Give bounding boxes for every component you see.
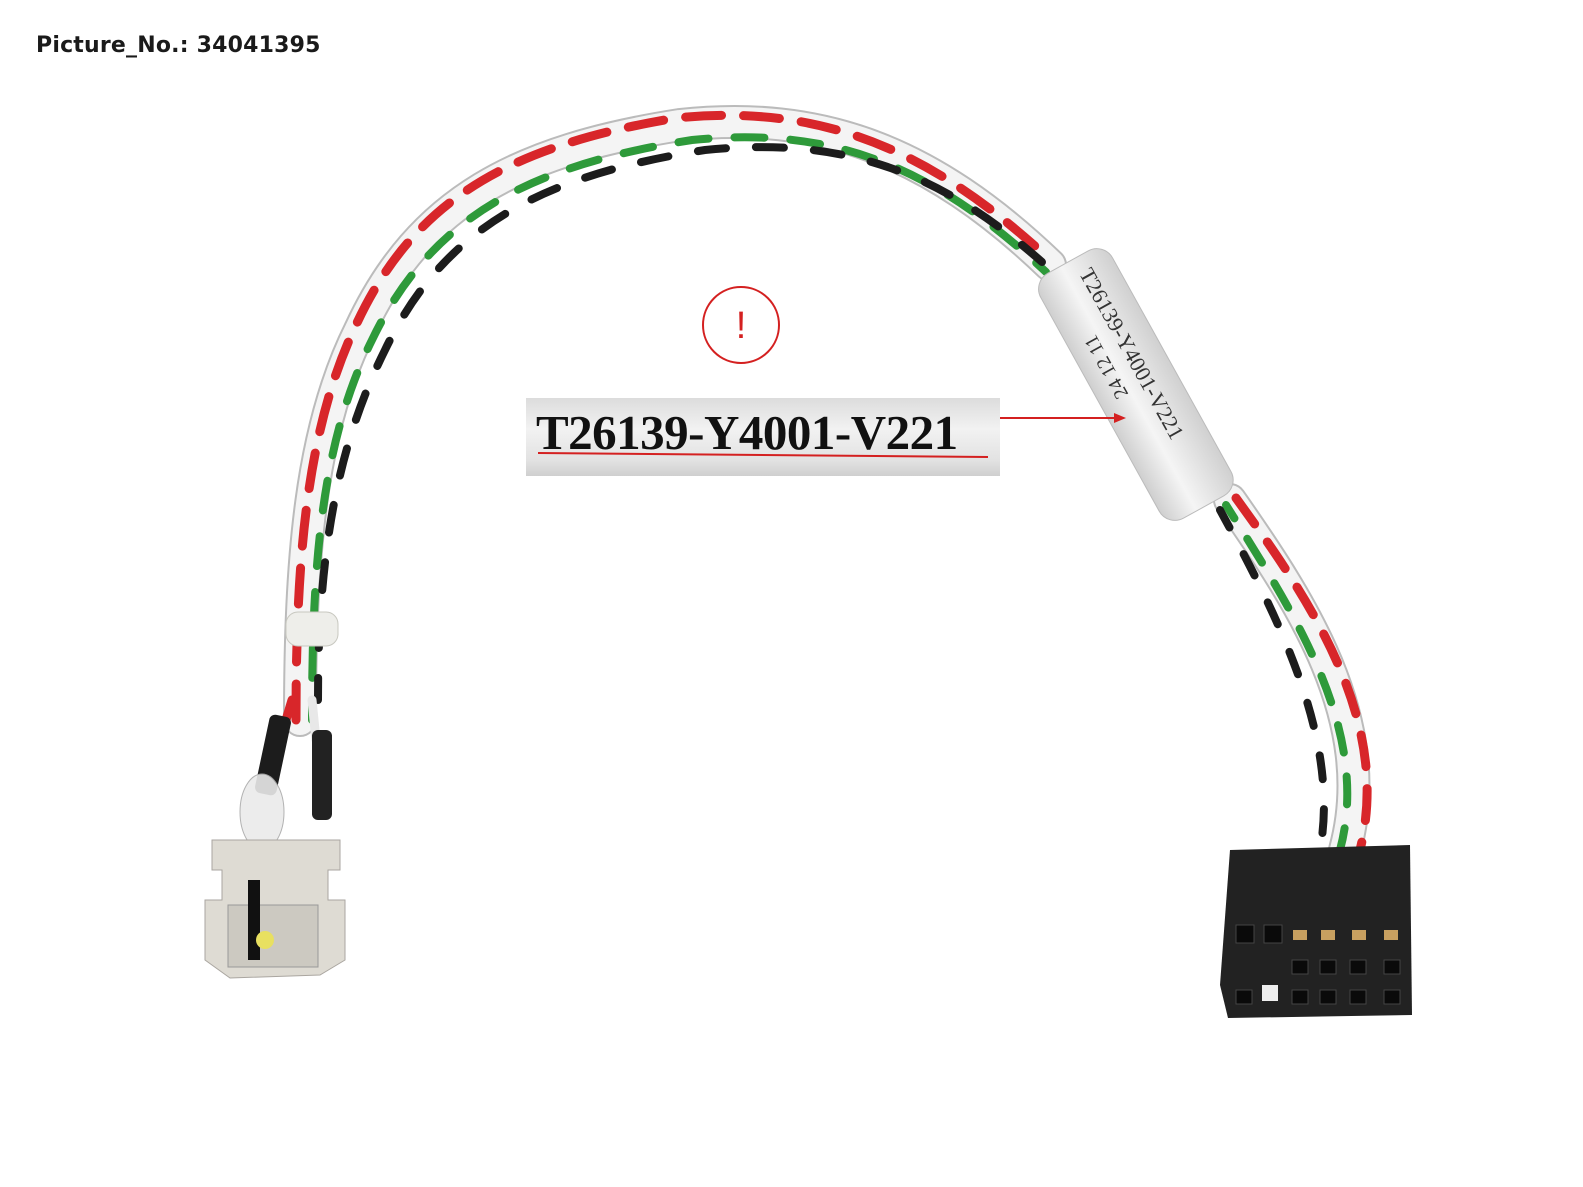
- heat-shrink: [312, 730, 332, 820]
- wire-black: [314, 143, 1046, 704]
- cable-tie: [285, 611, 339, 647]
- pin-header-connector: [1220, 845, 1412, 1018]
- led-lens: [239, 773, 285, 851]
- wire-black-right: [1216, 506, 1328, 854]
- label-tube: T26139-Y4001-V221 24 12 11: [1038, 248, 1234, 521]
- wire-red: [291, 110, 1053, 725]
- part-number: T26139-Y4001-V221: [536, 405, 958, 460]
- wire-white-right: [1215, 485, 1369, 865]
- led-holder: [204, 839, 346, 979]
- exclamation-circle-icon: !: [702, 286, 780, 364]
- wire-red-right: [1231, 493, 1372, 855]
- twisted-wires: [275, 104, 1372, 867]
- wire-green-right: [1222, 501, 1352, 854]
- wire-green: [308, 133, 1050, 724]
- callout-arrowhead: [1114, 413, 1126, 423]
- picture-number: Picture_No.: 34041395: [36, 33, 321, 58]
- part-number-callout: T26139-Y4001-V221: [526, 398, 1000, 476]
